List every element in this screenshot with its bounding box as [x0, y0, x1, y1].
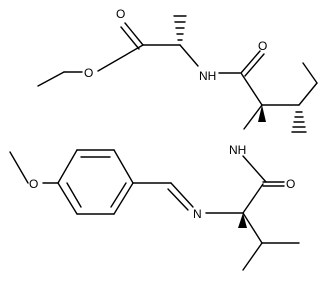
- bond-calpha-nh: [179, 44, 199, 67]
- atom-n-imine: N: [193, 207, 202, 221]
- imine-linker: [132, 182, 194, 211]
- bond-ch2-ch3: [302, 62, 318, 84]
- bond-ethyl-ch3: [37, 71, 65, 87]
- bond-o-methyl: [9, 151, 29, 184]
- atom-o-amide-upper: O: [258, 39, 267, 53]
- isoleucine-residue: [218, 50, 318, 130]
- isoleucine-methyl-hash: [291, 111, 307, 133]
- atom-nh-upper: NH: [199, 69, 216, 83]
- atom-o-amide-lower: O: [286, 177, 295, 191]
- bond-c-o-double-2: [120, 26, 140, 50]
- methoxy-group: [9, 151, 59, 184]
- wedge-calpha2-h: [258, 105, 266, 122]
- atom-o-ester: O: [84, 66, 93, 80]
- bond-cbeta-methyl-left: [242, 242, 263, 271]
- bond-c-o-double-1: [124, 22, 144, 46]
- atom-o-methoxy: O: [29, 177, 38, 191]
- bond-nh-carbonyl2: [242, 155, 267, 183]
- bond-amide-o-double-1: [240, 50, 261, 74]
- bond-amide-o-double-2: [244, 53, 265, 77]
- atom-nh-lower: NH: [229, 143, 246, 157]
- wedge-calpha3-h: [238, 213, 247, 228]
- bond-calpha2-nh: [243, 104, 263, 130]
- bond-calpha3-cbeta: [242, 212, 263, 244]
- valine-residue: [205, 155, 300, 271]
- alanine-methyl-hash: [173, 15, 187, 41]
- ethyl-ester-group: [37, 22, 199, 87]
- bond-ch-n-double: [167, 188, 189, 211]
- bond-carbonyl2-calpha3: [242, 183, 264, 214]
- benzene-ring: [57, 149, 134, 215]
- bond-n-ch: [170, 182, 194, 208]
- atom-o-carbonyl-ester: O: [116, 7, 125, 21]
- bond-carbonyl-calpha2: [240, 72, 263, 106]
- bond-o-carbonyl: [97, 44, 144, 72]
- bond-cbeta-ch2: [298, 82, 318, 106]
